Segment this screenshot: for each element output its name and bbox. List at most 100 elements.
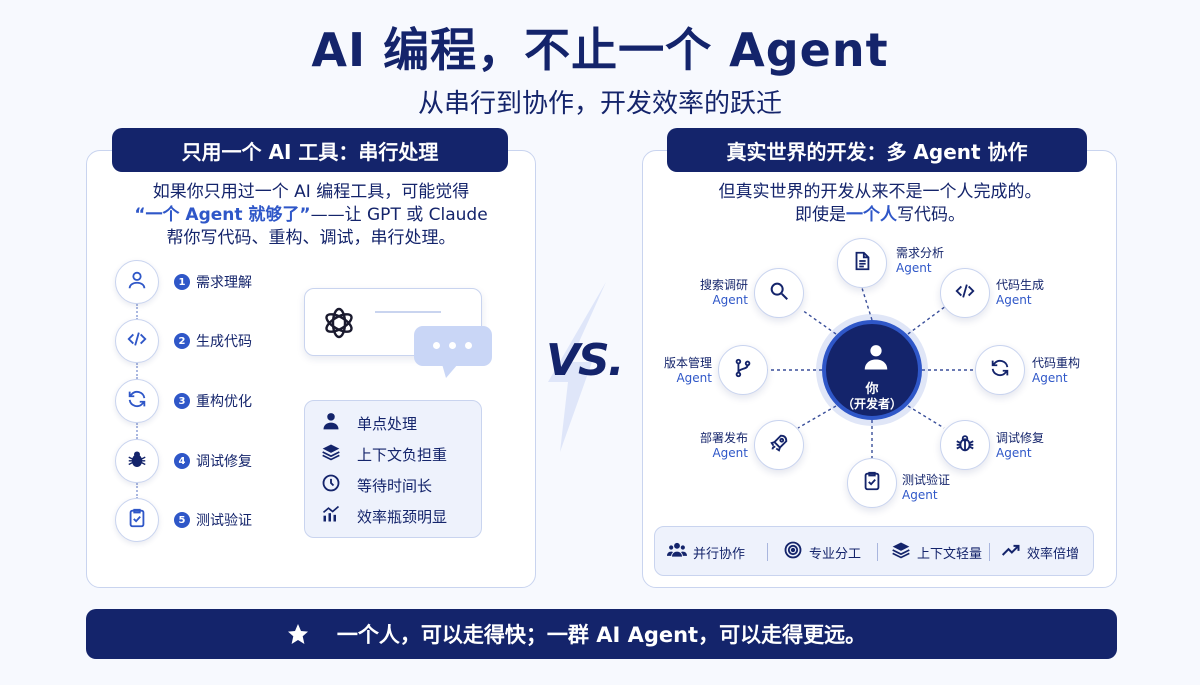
step-4-node [115, 439, 159, 483]
user-icon [126, 269, 148, 295]
step-2-label: 生成代码 [196, 334, 252, 350]
agent-tag: Agent [902, 488, 938, 502]
divider [877, 543, 878, 561]
group-icon [667, 540, 693, 564]
step-4-number: 4 [174, 453, 190, 469]
agent-node-requirements [837, 238, 887, 288]
person-icon [321, 411, 357, 435]
trait-row: 效率瓶颈明显 [321, 504, 447, 528]
footer-banner: 一个人，可以走得快；一群 AI Agent，可以走得更远。 [86, 609, 1117, 659]
step-connector [136, 483, 138, 499]
page-subtitle: 从串行到协作，开发效率的跃迁 [417, 89, 782, 119]
left-intro-line3: 帮你写代码、重构、调试，串行处理。 [166, 228, 456, 248]
agent-tag: Agent [996, 293, 1032, 307]
step-1-number: 1 [174, 274, 190, 290]
bubble-dot [465, 342, 472, 349]
branch-icon [732, 357, 754, 383]
layers-icon [891, 540, 917, 564]
trait-label: 上下文负担重 [357, 445, 448, 464]
bar-trend-icon [321, 504, 357, 528]
step-2-node [115, 319, 159, 363]
right-intro-emphasis: 一个人 [846, 205, 897, 225]
agent-name: 版本管理 [663, 356, 712, 370]
layers-icon [321, 442, 357, 466]
bug-icon [954, 432, 976, 458]
clock-icon [321, 473, 357, 497]
left-intro: 如果你只用过一个 AI 编程工具，可能觉得 “一个 Agent 就够了”——让 … [90, 181, 532, 250]
agent-node-debug [940, 420, 990, 470]
bubble-dot [449, 342, 456, 349]
step-connector [136, 363, 138, 379]
agent-tag: Agent [1032, 371, 1068, 385]
agent-name: 需求分析 [896, 246, 945, 260]
agent-name: 搜索调研 [699, 278, 748, 292]
benefit-item: 并行协作 [667, 527, 745, 577]
divider [989, 543, 990, 561]
trait-label: 效率瓶颈明显 [357, 507, 448, 526]
left-intro-line2-rest: ——让 GPT 或 Claude [310, 205, 488, 225]
agent-name: 代码重构 [1032, 356, 1081, 370]
benefit-item: 上下文轻量 [891, 527, 982, 577]
document-icon [851, 250, 873, 276]
step-3-label: 重构优化 [196, 394, 252, 410]
agent-node-deploy [754, 420, 804, 470]
benefit-label: 效率倍增 [1027, 546, 1080, 562]
center-sublabel: （开发者） [841, 397, 902, 411]
step-3-node [115, 379, 159, 423]
step-5-number: 5 [174, 512, 190, 528]
agent-label-testing: 测试验证 Agent [902, 473, 950, 503]
lightning-divider-icon [548, 282, 606, 452]
step-4-label: 调试修复 [196, 454, 252, 470]
benefit-label: 专业分工 [809, 546, 862, 562]
code-icon [126, 328, 148, 354]
step-connector [136, 304, 138, 320]
agent-node-version-control [718, 345, 768, 395]
step-5-label: 测试验证 [196, 513, 252, 529]
vs-label: VS. [546, 335, 624, 386]
star-icon [286, 622, 310, 646]
developer-icon [860, 342, 892, 376]
divider [767, 543, 768, 561]
left-intro-line1: 如果你只用过一个 AI 编程工具，可能觉得 [152, 182, 470, 202]
search-icon [768, 280, 790, 306]
trait-row: 单点处理 [321, 411, 417, 435]
agent-tag: Agent [712, 446, 748, 460]
agent-name: 测试验证 [902, 473, 951, 487]
step-2-number: 2 [174, 333, 190, 349]
agent-node-testing [847, 458, 897, 508]
agent-tag: Agent [712, 293, 748, 307]
benefit-label: 上下文轻量 [917, 546, 983, 562]
benefit-label: 并行协作 [693, 546, 746, 562]
step-1-node [115, 260, 159, 304]
center-label: 你 [865, 382, 879, 397]
step-1-label: 需求理解 [196, 275, 252, 291]
agent-tag: Agent [996, 446, 1032, 460]
checklist-icon [126, 507, 148, 533]
agent-name: 代码生成 [996, 278, 1045, 292]
agent-tag: Agent [896, 261, 932, 275]
agent-name: 部署发布 [699, 431, 748, 445]
refresh-icon [989, 357, 1011, 383]
left-intro-quote: “一个 Agent 就够了” [134, 205, 311, 225]
agent-label-research: 搜索调研 Agent [688, 278, 748, 308]
agent-node-code-gen [940, 268, 990, 318]
target-icon [783, 540, 809, 564]
bubble-dot [433, 342, 440, 349]
footer-text: 一个人，可以走得快；一群 AI Agent，可以走得更远。 [336, 623, 867, 647]
step-3-number: 3 [174, 393, 190, 409]
agent-label-version-control: 版本管理 Agent [652, 356, 712, 386]
agent-name: 调试修复 [996, 431, 1045, 445]
right-panel-header: 真实世界的开发：多 Agent 协作 [667, 128, 1087, 172]
chat-line-placeholder [375, 311, 441, 313]
multi-agent-benefits: 并行协作 专业分工 上下文轻量 效率倍增 [654, 526, 1094, 576]
right-intro-line2: 即使是一个人写代码。 [646, 204, 1114, 227]
chat-bubble-icon [414, 326, 492, 378]
rocket-icon [768, 432, 790, 458]
bug-icon [126, 448, 148, 474]
agent-label-refactor: 代码重构 Agent [1032, 356, 1080, 386]
agent-label-requirements: 需求分析 Agent [896, 246, 944, 276]
refresh-icon [126, 388, 148, 414]
agent-label-code-gen: 代码生成 Agent [996, 278, 1044, 308]
left-panel-header: 只用一个 AI 工具：串行处理 [112, 128, 508, 172]
trait-label: 等待时间长 [357, 476, 433, 495]
